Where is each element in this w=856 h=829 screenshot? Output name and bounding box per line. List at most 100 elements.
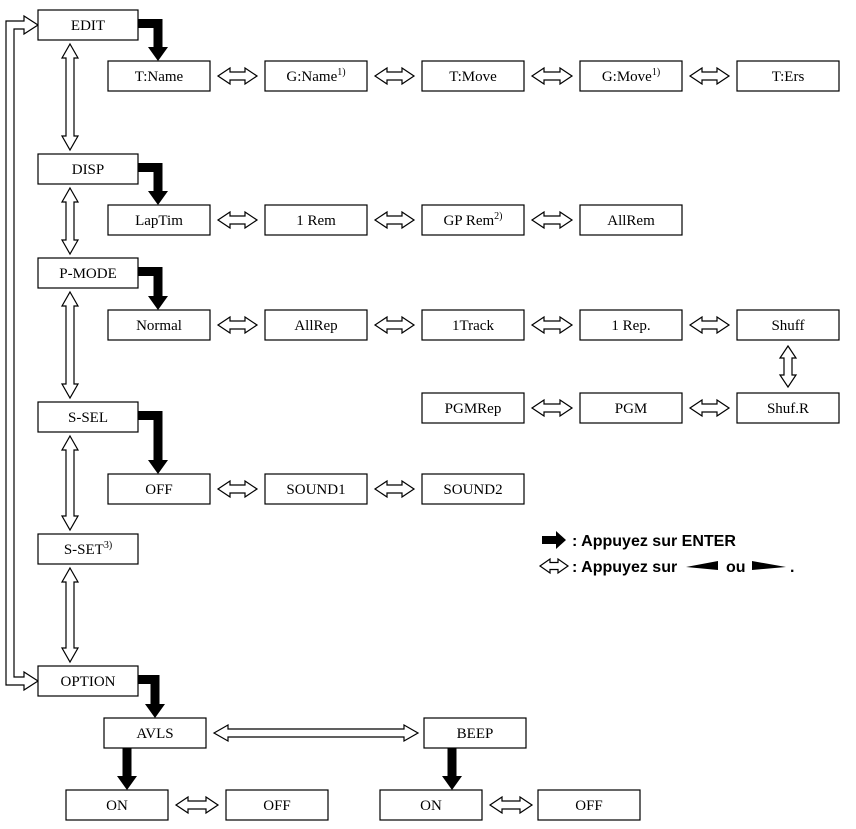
disp-item-3: AllRem bbox=[579, 204, 683, 236]
pmode-item-3-label: 1 Rep. bbox=[611, 318, 650, 334]
edit-item-0-frame bbox=[107, 60, 211, 92]
pmode-item-1-frame bbox=[264, 309, 368, 341]
ssel-item-2-label: SOUND2 bbox=[443, 482, 502, 498]
enter-arrow-edit bbox=[138, 19, 168, 61]
beep-on-off-arrow bbox=[488, 795, 534, 815]
pmode-item-1-label: AllRep bbox=[294, 318, 337, 334]
pmode-row2-item-0: PGMRep bbox=[421, 392, 525, 424]
pmode-row2-item-1: PGM bbox=[579, 392, 683, 424]
edit-item-0-label: T:Name bbox=[135, 69, 184, 85]
enter-arrow-ssel bbox=[138, 411, 168, 474]
edit-item-3-label: G:Move1) bbox=[602, 67, 660, 85]
ssel-row-arrow-1 bbox=[373, 479, 416, 499]
disp-item-1-frame bbox=[264, 204, 368, 236]
pmode-row2-item-1-frame bbox=[579, 392, 683, 424]
menu-ssel: S-SEL bbox=[37, 401, 139, 433]
legend-arrows-text: : Appuyez sur bbox=[572, 559, 677, 576]
pmode-row2-item-0-frame bbox=[421, 392, 525, 424]
option-avls: AVLS bbox=[103, 717, 207, 749]
menu-edit-frame bbox=[37, 9, 139, 41]
pmode-item-0: Normal bbox=[107, 309, 211, 341]
pmode-item-4-label: Shuff bbox=[771, 318, 804, 334]
pmode-item-1: AllRep bbox=[264, 309, 368, 341]
menu-option-label: OPTION bbox=[61, 674, 116, 690]
beep-on-label: ON bbox=[420, 798, 442, 814]
avls-on-frame bbox=[65, 789, 169, 821]
menu-edit: EDIT bbox=[37, 9, 139, 41]
option-avls-frame bbox=[103, 717, 207, 749]
avls-on: ON bbox=[65, 789, 169, 821]
enter-arrow-avls bbox=[117, 748, 137, 790]
disp-row-arrow-1 bbox=[373, 210, 416, 230]
beep-off-label: OFF bbox=[575, 798, 603, 814]
avls-off: OFF bbox=[225, 789, 329, 821]
edit-row-arrow-2 bbox=[530, 66, 574, 86]
option-beep-label: BEEP bbox=[457, 726, 494, 742]
edit-item-0: T:Name bbox=[107, 60, 211, 92]
disp-item-2-label: GP Rem2) bbox=[443, 211, 502, 229]
menu-ssel-label: S-SEL bbox=[68, 410, 108, 426]
ssel-item-0-frame bbox=[107, 473, 211, 505]
menu-edit-label: EDIT bbox=[71, 18, 105, 34]
menu-sset-frame bbox=[37, 533, 139, 565]
pmode-row2-item-0-label: PGMRep bbox=[445, 401, 502, 417]
avls-beep-arrow bbox=[212, 723, 420, 743]
disp-item-1-label: 1 Rem bbox=[296, 213, 336, 229]
pmode-item-4-frame bbox=[736, 309, 840, 341]
avls-off-label: OFF bbox=[263, 798, 291, 814]
menu-pmode-label: P-MODE bbox=[59, 266, 117, 282]
pmode-row2-item-2: Shuf.R bbox=[736, 392, 840, 424]
edit-item-4: T:Ers bbox=[736, 60, 840, 92]
edit-row-arrow-0 bbox=[216, 66, 259, 86]
edit-item-1-frame bbox=[264, 60, 368, 92]
pmode-item-4: Shuff bbox=[736, 309, 840, 341]
menu-pmode: P-MODE bbox=[37, 257, 139, 289]
menu-arrow-edit-disp bbox=[60, 42, 80, 152]
ssel-item-1: SOUND1 bbox=[264, 473, 368, 505]
ssel-item-1-frame bbox=[264, 473, 368, 505]
connectors bbox=[5, 14, 798, 815]
disp-item-0-frame bbox=[107, 204, 211, 236]
disp-item-0-label: LapTim bbox=[135, 213, 183, 229]
menu-sset-label: S-SET3) bbox=[64, 540, 112, 558]
edit-row-arrow-1 bbox=[373, 66, 416, 86]
enter-arrow-beep bbox=[442, 748, 462, 790]
boxes: EDIT DISP P-MODE S-SEL S-SET3) OPTION T:Name G:… bbox=[37, 9, 840, 821]
beep-on-frame bbox=[379, 789, 483, 821]
option-beep-frame bbox=[423, 717, 527, 749]
edit-item-3: G:Move1) bbox=[579, 60, 683, 92]
disp-item-2-frame bbox=[421, 204, 525, 236]
menu-arrow-pmode-ssel bbox=[60, 290, 80, 400]
pmode-item-0-label: Normal bbox=[136, 318, 182, 334]
menu-arrow-ssel-sset bbox=[60, 434, 80, 532]
legend-double-arrow-icon bbox=[538, 557, 570, 575]
menu-arrow-sset-option bbox=[60, 566, 80, 664]
legend-enter-arrow-icon bbox=[542, 531, 566, 549]
menu-disp-label: DISP bbox=[72, 162, 105, 178]
option-beep: BEEP bbox=[423, 717, 527, 749]
legend-right-arrow-icon bbox=[752, 561, 786, 570]
menu-ssel-frame bbox=[37, 401, 139, 433]
menu-option: OPTION bbox=[37, 665, 139, 697]
pmode-row-arrow-3 bbox=[688, 315, 731, 335]
pmode-item-3: 1 Rep. bbox=[579, 309, 683, 341]
menu-arrow-disp-pmode bbox=[60, 186, 80, 256]
pmode-row2-item-2-frame bbox=[736, 392, 840, 424]
edit-item-1-label: G:Name1) bbox=[286, 67, 345, 85]
pmode-row2-arrow-1 bbox=[688, 398, 731, 418]
disp-item-0: LapTim bbox=[107, 204, 211, 236]
edit-item-4-frame bbox=[736, 60, 840, 92]
ssel-item-1-label: SOUND1 bbox=[286, 482, 345, 498]
legend-or-text: ou bbox=[726, 559, 746, 576]
pmode-row2-item-2-label: Shuf.R bbox=[767, 401, 809, 417]
enter-arrow-option bbox=[138, 675, 165, 718]
avls-on-label: ON bbox=[106, 798, 128, 814]
pmode-item-0-frame bbox=[107, 309, 211, 341]
pmode-item-3-frame bbox=[579, 309, 683, 341]
menu-disp: DISP bbox=[37, 153, 139, 185]
menu-disp-frame bbox=[37, 153, 139, 185]
edit-item-4-label: T:Ers bbox=[772, 69, 805, 85]
disp-item-1: 1 Rem bbox=[264, 204, 368, 236]
